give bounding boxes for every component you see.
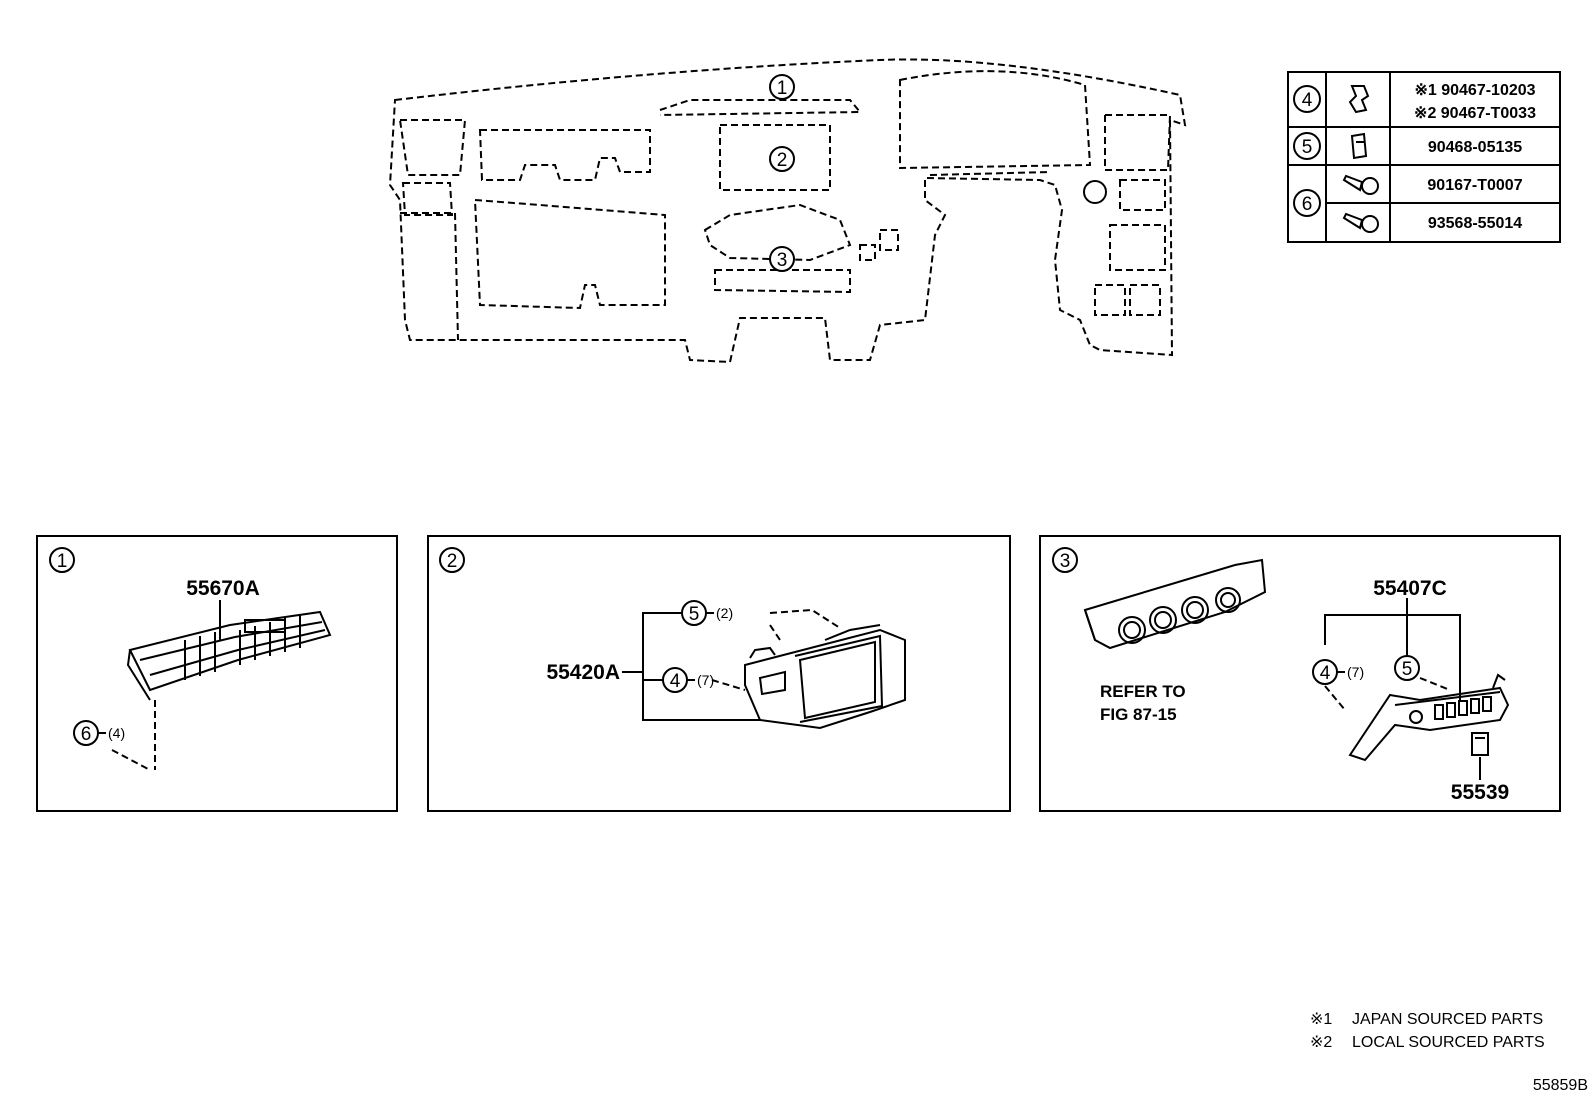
panel-3-frame bbox=[1039, 535, 1561, 812]
part-number-55539: 55539 bbox=[1451, 781, 1509, 804]
table-part-6a: 90167-T0007 bbox=[1427, 177, 1522, 194]
panel-2-leaders bbox=[622, 608, 841, 721]
center-vent-drawing bbox=[126, 610, 332, 701]
refer-line-1: REFER TO bbox=[1100, 682, 1186, 701]
overview-callout-1: 1 bbox=[777, 78, 788, 99]
p2-fastener-b-qty: (7) bbox=[697, 672, 714, 688]
panel-2-index: 2 bbox=[447, 551, 458, 572]
table-part-4a: ※1 90467-10203 bbox=[1414, 82, 1535, 99]
table-ref-4: 4 bbox=[1302, 90, 1313, 111]
fastener-6-leader bbox=[111, 700, 156, 771]
p2-fastener-a-qty: (2) bbox=[716, 605, 733, 621]
table-ref-5: 5 bbox=[1302, 137, 1313, 158]
table-part-5: 90468-05135 bbox=[1428, 139, 1522, 156]
overview-callouts bbox=[769, 74, 795, 272]
overview-callout-3: 3 bbox=[777, 250, 788, 271]
heater-control-drawing bbox=[1083, 558, 1267, 650]
table-part-4b: ※2 90467-T0033 bbox=[1414, 105, 1536, 122]
screw-icon bbox=[1342, 212, 1379, 233]
p1-fastener-qty: (4) bbox=[108, 725, 125, 741]
clip-nut-icon bbox=[1350, 132, 1368, 160]
part-number-55407C: 55407C bbox=[1373, 577, 1447, 600]
p3-fastener-b-ref: 5 bbox=[1402, 659, 1413, 680]
panel-2-frame bbox=[427, 535, 1011, 812]
panel-index-circles bbox=[49, 547, 1078, 573]
p3-fastener-5-circle bbox=[1394, 655, 1420, 681]
table-ref-6: 6 bbox=[1302, 194, 1313, 215]
overview-callout-2: 2 bbox=[777, 150, 788, 171]
screw-icon bbox=[1342, 174, 1379, 195]
part-number-55420A: 55420A bbox=[546, 661, 620, 684]
p3-fastener-a-ref: 4 bbox=[1320, 663, 1331, 684]
p3-fastener-a-qty: (7) bbox=[1347, 664, 1364, 680]
clip-icon bbox=[1348, 85, 1370, 114]
display-bezel-drawing bbox=[744, 624, 906, 730]
p1-fastener-ref: 6 bbox=[81, 724, 92, 745]
p2-fastener-b-ref: 4 bbox=[670, 671, 681, 692]
switch-trim-drawing bbox=[1348, 673, 1510, 762]
note-2-mark: ※2 bbox=[1310, 1034, 1332, 1051]
dashboard-outline bbox=[388, 58, 1187, 364]
dashboard-knob-icon bbox=[1083, 180, 1107, 204]
panel-3-leaders bbox=[1324, 598, 1461, 711]
panel-3-index: 3 bbox=[1060, 551, 1071, 572]
switch-block-icon bbox=[1471, 732, 1489, 756]
panel-1-frame bbox=[36, 535, 398, 812]
parts-table-grid bbox=[1287, 71, 1561, 243]
part-number-55670A: 55670A bbox=[186, 577, 260, 600]
p2-fastener-a-ref: 5 bbox=[689, 604, 700, 625]
refer-line-2: FIG 87-15 bbox=[1100, 705, 1177, 724]
note-1-mark: ※1 bbox=[1310, 1011, 1332, 1028]
panel-1-index: 1 bbox=[57, 551, 68, 572]
note-2-text: LOCAL SOURCED PARTS bbox=[1352, 1034, 1545, 1051]
table-part-6b: 93568-55014 bbox=[1428, 215, 1522, 232]
note-1-text: JAPAN SOURCED PARTS bbox=[1352, 1011, 1543, 1028]
figure-code: 55859B bbox=[1533, 1077, 1588, 1094]
